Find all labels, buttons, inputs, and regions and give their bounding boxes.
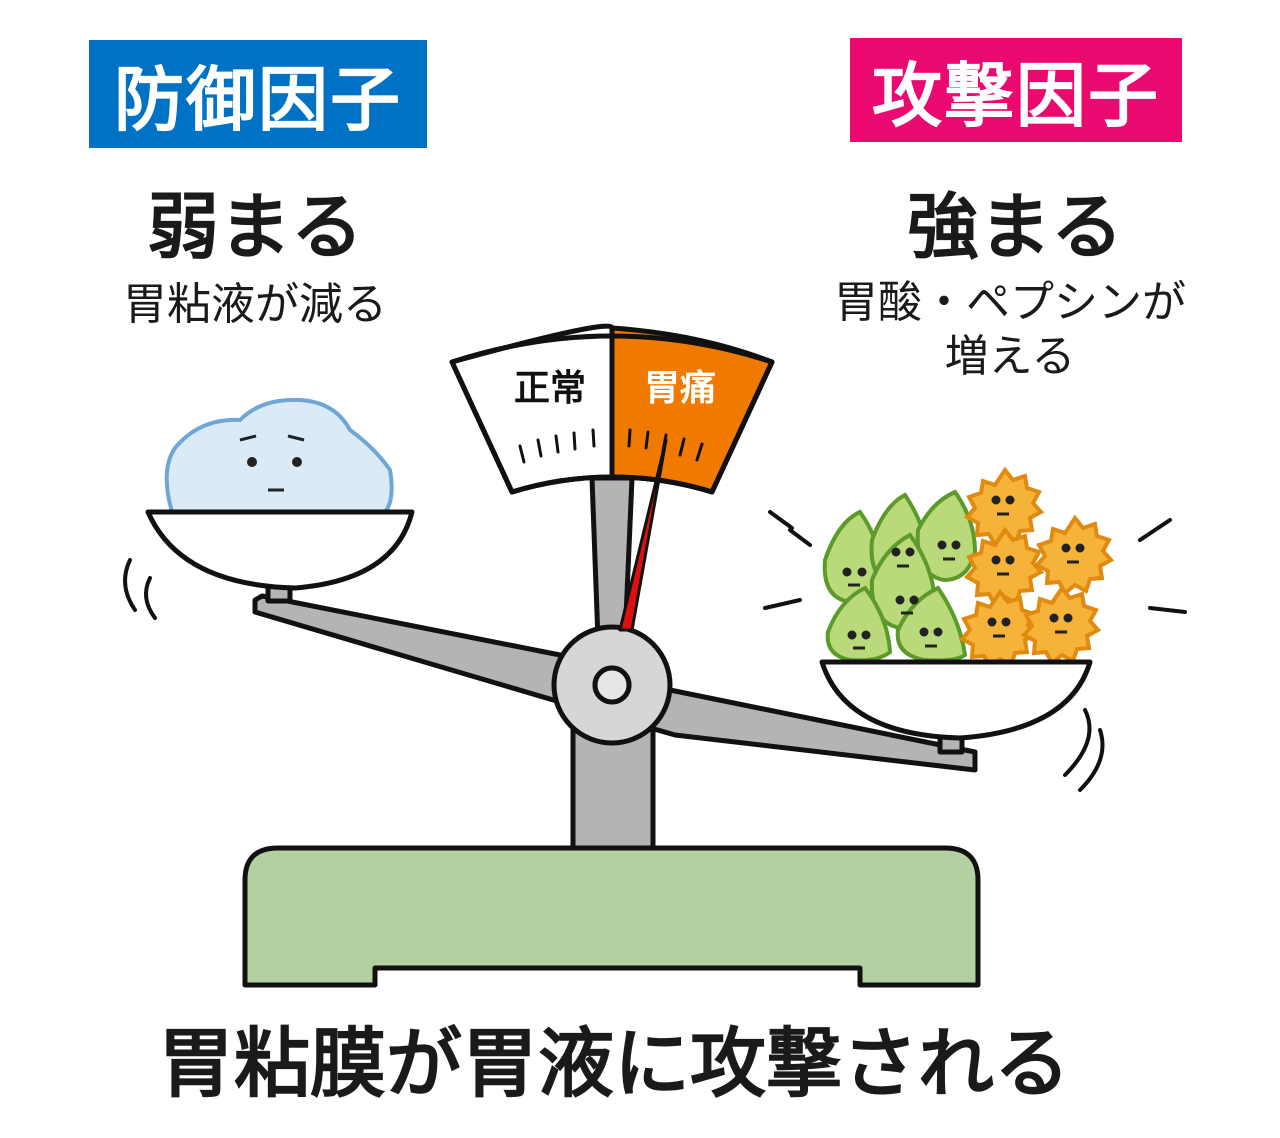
attack-description-line1: 胃酸・ペプシンが: [834, 277, 1186, 328]
angry-pepsin-spiky-icon: [1033, 514, 1115, 597]
acid-drops-group: [822, 489, 978, 663]
defense-state-text: 弱まる: [146, 185, 363, 269]
dial-label-normal: 正常: [514, 368, 586, 409]
defense-description: 胃粘液が減る: [123, 279, 387, 330]
pepsin-group: [958, 466, 1115, 671]
angry-faces: [842, 495, 1085, 650]
angry-pepsin-spiky-icon: [1020, 584, 1102, 667]
right-pan: [819, 659, 1093, 741]
left-pan: [145, 509, 415, 591]
angry-pepsin-spiky-icon: [963, 526, 1045, 609]
dial-needle: [618, 438, 668, 632]
attack-description: 胃酸・ペプシンが 増える: [780, 276, 1240, 384]
sad-mucus-blob-icon: [164, 397, 394, 514]
angry-acid-drop-icon: [895, 585, 968, 663]
attack-state-text: 強まる: [906, 185, 1123, 269]
defense-factor-label: 防御因子: [89, 40, 427, 148]
angry-acid-drop-icon: [825, 585, 893, 663]
attack-description-line2: 増える: [944, 331, 1076, 382]
attack-factor-label: 攻撃因子: [850, 38, 1182, 142]
dial-label-pain: 胃痛: [644, 368, 716, 409]
left-wobble-lines: [123, 558, 157, 620]
scale-base: [242, 845, 981, 988]
right-shake-lines: [763, 510, 1187, 792]
pivot-inner-redraw: [592, 665, 632, 705]
angry-pepsin-spiky-icon: [958, 588, 1040, 671]
caption: 胃粘膜が胃液に攻撃される: [158, 1019, 1070, 1108]
dial-outline: [449, 333, 775, 495]
